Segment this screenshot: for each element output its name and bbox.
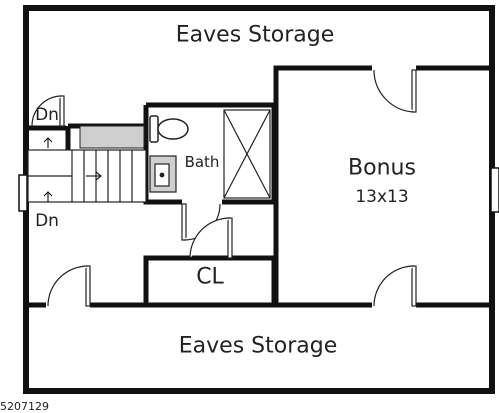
bonus-room-size: 13x13 xyxy=(355,187,409,207)
bonus-room-label: Bonus xyxy=(348,155,416,181)
sink-icon xyxy=(149,155,177,193)
bath-label: Bath xyxy=(184,153,220,171)
staircase xyxy=(27,137,147,203)
stairs-down-bottom-label: Dn xyxy=(35,211,59,231)
shower-icon xyxy=(223,109,271,199)
doors xyxy=(31,65,417,308)
toilet-icon xyxy=(149,115,189,143)
eaves-storage-top-label: Eaves Storage xyxy=(175,22,335,48)
stairs-down-top-label: Dn xyxy=(35,105,59,125)
counter xyxy=(79,125,145,149)
listing-id: 5207129 xyxy=(0,400,49,413)
windows xyxy=(18,167,499,213)
eaves-storage-bottom-label: Eaves Storage xyxy=(178,333,338,359)
closet-label: CL xyxy=(196,264,224,290)
